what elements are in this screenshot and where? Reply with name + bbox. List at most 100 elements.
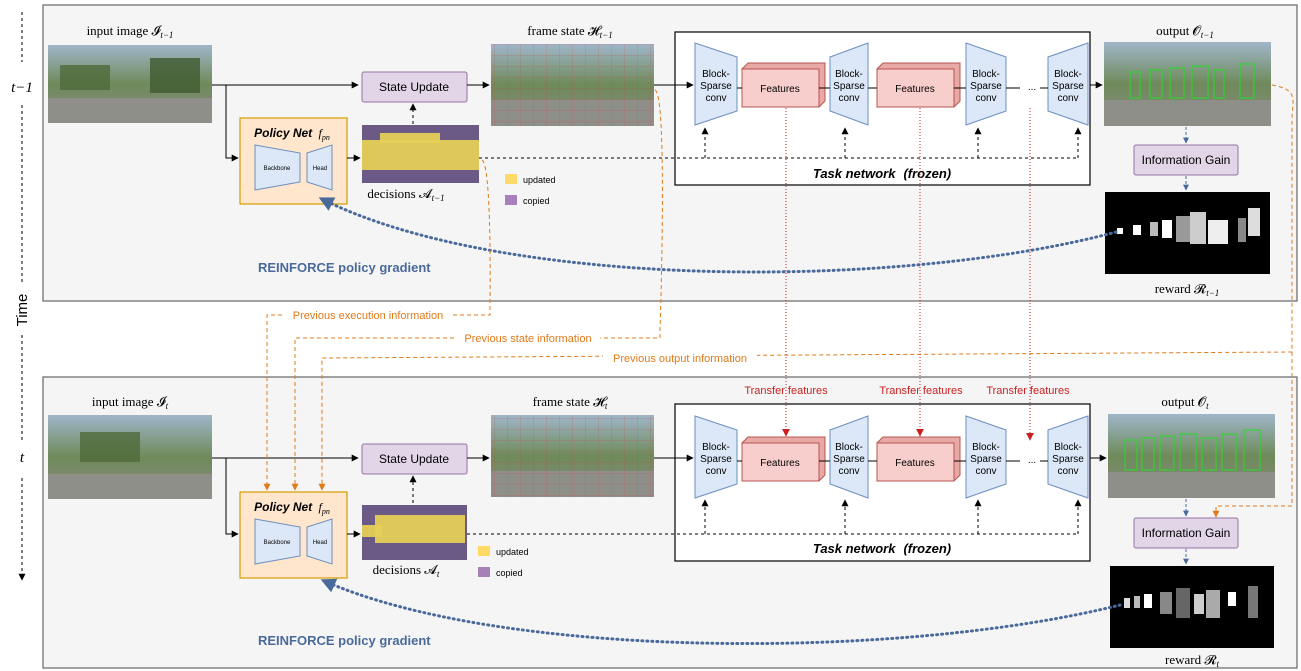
svg-text:Policy Net fpn: Policy Net fpn [254, 500, 330, 516]
legend-updated-label-prev: updated [523, 175, 556, 185]
head-label-curr: Head [313, 540, 327, 546]
conv-block-3-curr [965, 415, 1007, 499]
policy-net-title: Policy Net [254, 500, 313, 514]
legend-copied-swatch-curr [478, 567, 490, 577]
conv-line1: Block- [702, 69, 730, 80]
reinforce-label-curr: REINFORCE policy gradient [258, 633, 431, 648]
svg-text:output 𝓞t: output 𝓞t [1161, 394, 1209, 411]
output-label: output 𝓞 [1156, 23, 1201, 38]
ellipsis-prev: ... [1028, 82, 1036, 93]
features-block-2-prev [876, 62, 961, 108]
svg-text:reward 𝓡t: reward 𝓡t [1165, 652, 1219, 669]
svg-text:decisions 𝓐t−1: decisions 𝓐t−1 [367, 186, 444, 203]
time-tick-curr: t [20, 450, 25, 466]
features-block-1-prev [741, 62, 826, 108]
panel-prev: input image 𝓘t−1 State Update frame stat… [42, 4, 1298, 302]
input-image-sub: t [166, 401, 169, 411]
time-axis-label: Time [14, 294, 31, 327]
reward-label: reward 𝓡 [1155, 281, 1207, 296]
task-network-label: Task network [813, 166, 896, 181]
decisions-map-curr [362, 505, 467, 560]
reward-image-prev [1105, 192, 1270, 274]
features-label-1-curr: Features [760, 458, 799, 469]
info-gain-label-curr: Information Gain [1142, 526, 1231, 540]
frame-state-label: frame state 𝓗 [527, 23, 603, 38]
state-update-label-prev: State Update [379, 80, 449, 94]
state-update-label-curr: State Update [379, 452, 449, 466]
state-update-box-curr [361, 443, 468, 475]
prev-state-label: Previous state information [464, 333, 591, 345]
conv-block-2-curr [829, 415, 869, 499]
svg-text:Policy Net fpn: Policy Net fpn [254, 126, 330, 142]
conv-block-2-prev [829, 42, 869, 126]
policy-net-symbol-sub: pn [321, 133, 330, 142]
time-axis: t−1 Time t [11, 12, 33, 581]
frame-state-sub: t−1 [600, 30, 613, 40]
reward-label: reward 𝓡 [1165, 652, 1217, 667]
decisions-sub: t [437, 569, 440, 579]
ellipsis-curr: ... [1028, 455, 1036, 466]
conv-block-1-curr [694, 415, 738, 499]
legend-updated-swatch-curr [478, 546, 490, 556]
prev-output-path [318, 84, 1294, 491]
output-sub: t [1206, 401, 1209, 411]
svg-text:frame state 𝓗t: frame state 𝓗t [533, 394, 609, 411]
input-image-label: input image 𝓘 [87, 23, 163, 38]
policy-net-title: Policy Net [254, 126, 313, 140]
svg-text:input image 𝓘t−1: input image 𝓘t−1 [87, 23, 174, 40]
input-image-label: input image 𝓘 [92, 394, 168, 409]
conv-line3: conv [705, 93, 726, 104]
transfer-label-2: Transfer features [879, 385, 963, 397]
task-network-frozen: (frozen) [903, 541, 951, 556]
backbone-label-curr: Backbone [264, 540, 291, 546]
legend-updated-swatch-prev [505, 174, 517, 184]
svg-text:reward 𝓡t−1: reward 𝓡t−1 [1155, 281, 1220, 298]
task-network-frozen: (frozen) [903, 166, 951, 181]
time-tick-prev: t−1 [11, 80, 33, 96]
decisions-label: decisions 𝓐 [367, 186, 433, 201]
decisions-label: decisions 𝓐 [373, 562, 439, 577]
features-block-1-curr [741, 436, 826, 482]
decisions-map-prev [362, 125, 479, 183]
features-label-2-prev: Features [895, 84, 934, 95]
frame-state-sub: t [605, 401, 608, 411]
transfer-label-1: Transfer features [744, 385, 828, 397]
input-image-sub: t−1 [160, 30, 173, 40]
between-panels: Previous execution information Previous … [263, 84, 1294, 518]
reward-image-curr [1110, 566, 1274, 648]
prev-output-label: Previous output information [613, 353, 747, 365]
backbone-label-prev: Backbone [264, 166, 291, 172]
svg-text:input image 𝓘t: input image 𝓘t [92, 394, 169, 411]
frame-state-curr [491, 415, 654, 497]
conv-block-1-prev [694, 42, 738, 126]
input-image-curr [48, 415, 212, 499]
transfer-label-3: Transfer features [986, 385, 1070, 397]
head-shape-prev [306, 144, 333, 191]
legend-copied-label-prev: copied [523, 196, 550, 206]
task-network-label: Task network [813, 541, 896, 556]
output-sub: t−1 [1201, 30, 1214, 40]
decisions-sub: t−1 [432, 193, 445, 203]
prev-output-to-infogain-path [1212, 352, 1293, 518]
input-image-prev [48, 45, 212, 123]
reinforce-label-prev: REINFORCE policy gradient [258, 260, 431, 275]
conv-line2: Sparse [700, 81, 732, 92]
info-gain-box-prev [1133, 144, 1239, 176]
conv-block-4-curr [1047, 415, 1089, 499]
prev-state-path [291, 89, 663, 491]
head-label-prev: Head [313, 166, 327, 172]
prev-execution-label: Previous execution information [293, 310, 443, 322]
backbone-shape-prev [254, 144, 301, 191]
frame-state-label: frame state 𝓗 [533, 394, 609, 409]
reward-sub: t−1 [1206, 288, 1219, 298]
frame-state-prev [491, 44, 654, 126]
reward-sub: t [1216, 659, 1219, 669]
legend-updated-label-curr: updated [496, 547, 529, 557]
